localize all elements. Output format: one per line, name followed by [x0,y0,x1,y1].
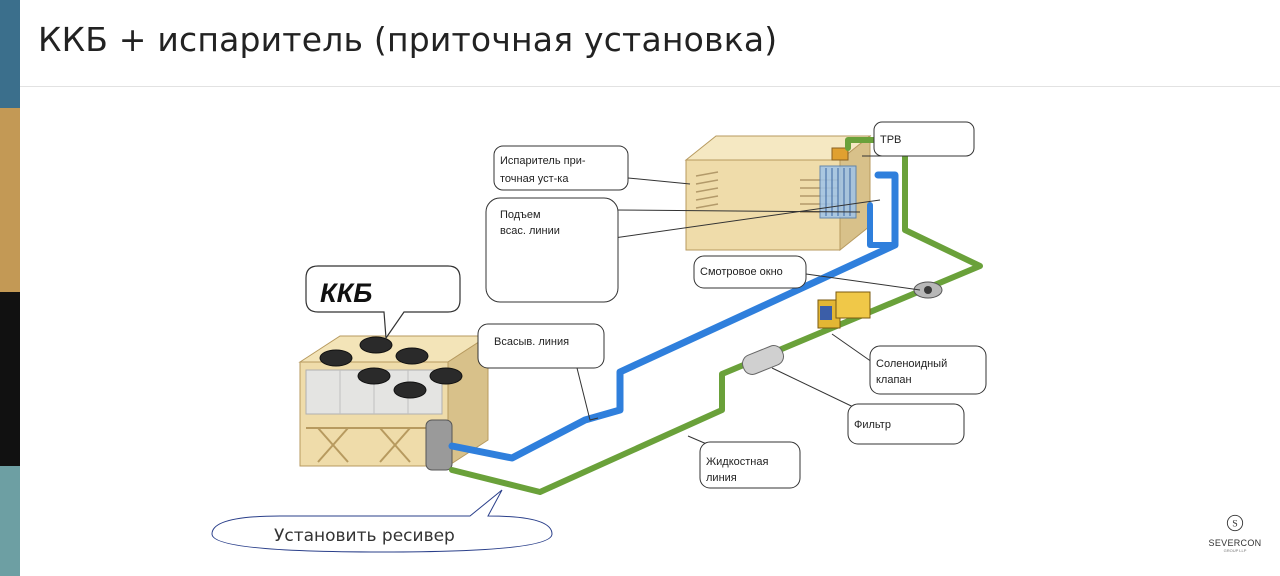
left-color-bar [0,0,20,576]
brand-logo-icon: S [1226,514,1244,532]
suction-rise [867,202,898,248]
brand-logo-letter: S [1232,519,1238,530]
callout-trv-text: ТРВ [880,134,901,146]
solenoid-valve [817,291,871,329]
callout-liquid-line-line2: линия [706,472,737,484]
color-bar-teal [0,466,20,576]
condensing-unit [298,335,490,471]
brand-tagline: GROUP LLP [1223,548,1247,553]
sight-glass [913,281,943,299]
receiver-callout: Установить ресивер [211,489,553,553]
callout-evaporator-line2: точная уст-ка [500,173,569,185]
callout-liquid-line: Жидкостная линия [699,441,801,489]
callout-liquid-line-line1: Жидкостная [706,456,769,468]
receiver-note: Установить ресивер [274,526,455,546]
ccu-label: ККБ [320,278,372,308]
callout-sight-glass: Смотровое окно [693,255,807,289]
color-bar-blue [0,0,20,108]
brand-mark: S SEVERCON GROUP LLP [1204,514,1266,553]
color-bar-black [0,292,20,466]
callout-suction-rise-line2: всас. линии [500,225,560,237]
evaporator-unit [684,134,872,252]
callout-sight-glass-text: Смотровое окно [700,266,783,278]
callout-solenoid-line2: клапан [876,374,912,386]
liquid-line [449,137,983,495]
callout-trv: ТРВ [873,121,975,157]
callout-suction-line: Всасыв. линия [477,323,605,369]
callout-solenoid: Соленоидный клапан [869,345,987,395]
title-divider [20,86,1280,87]
callout-solenoid-line1: Соленоидный [876,358,947,370]
callout-suction-line-text: Всасыв. линия [494,336,569,348]
ccu-callout: ККБ [305,265,461,340]
callout-filter-text: Фильтр [854,419,891,431]
suction-line [448,171,899,462]
callout-suction-rise-line1: Подъем [500,209,541,221]
brand-name: SEVERCON [1208,538,1262,548]
filter-drier [741,345,785,375]
color-bar-gold [0,108,20,292]
slide-title: ККБ + испаритель (приточная установка) [38,20,778,59]
callout-evaporator-line1: Испаритель при- [500,155,586,167]
callout-suction-rise: Подъем всас. линии [485,197,619,303]
callout-evaporator: Испаритель при- точная уст-ка [493,145,629,191]
callout-filter: Фильтр [847,403,965,445]
